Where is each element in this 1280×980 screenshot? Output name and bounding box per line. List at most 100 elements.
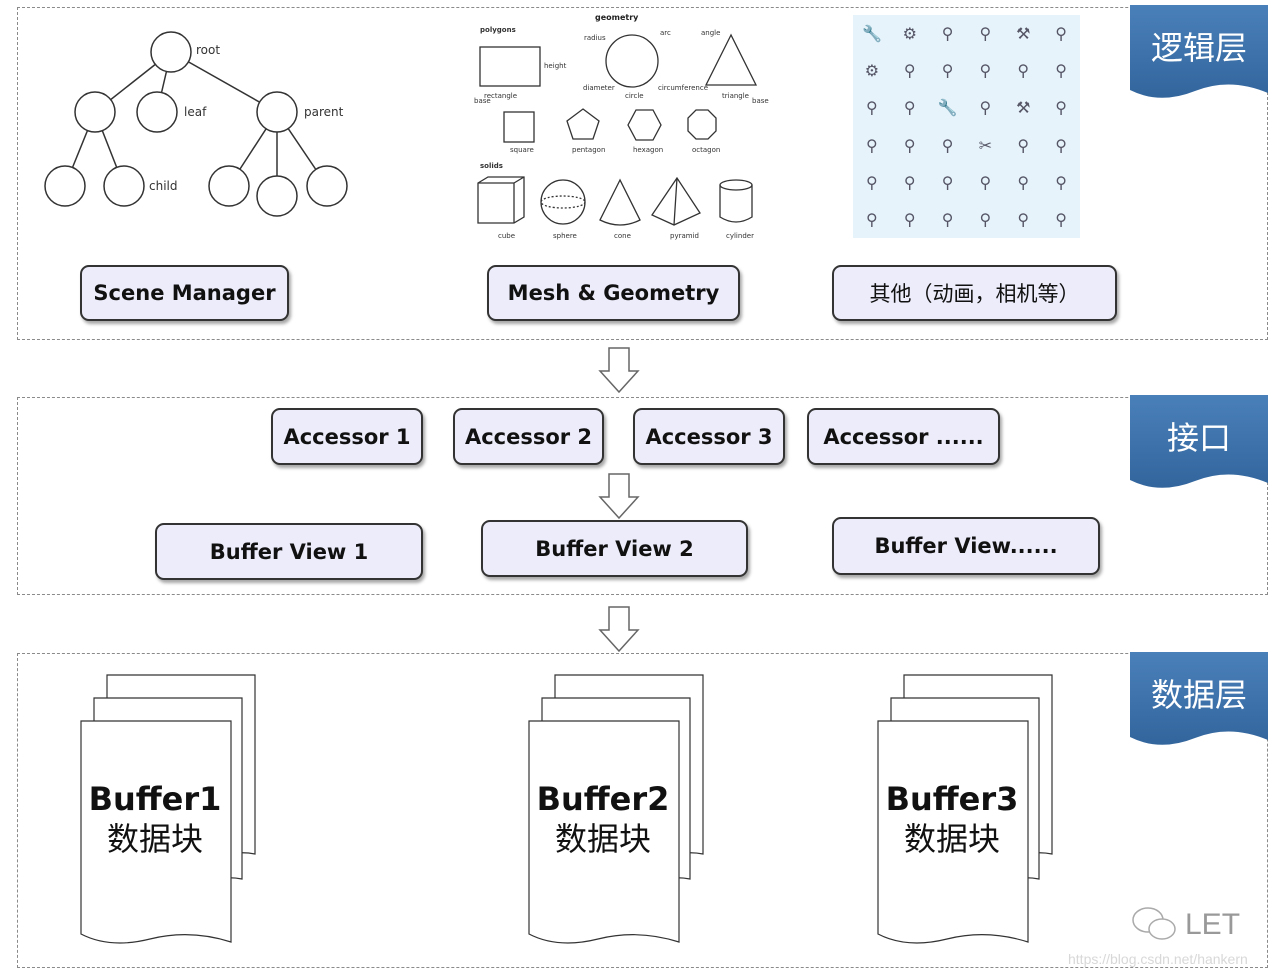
svg-text:geometry: geometry [595, 13, 639, 22]
roller-icon: ⚲ [866, 135, 878, 155]
watermark-url: https://blog.csdn.net/hankern [1068, 951, 1248, 967]
down-arrow-icon [598, 606, 640, 653]
gear-icon: ⚙ [902, 24, 917, 44]
oilcan-icon: ⚲ [866, 98, 878, 118]
tree-node-root [150, 31, 192, 73]
buffer-name: Buffer3 [885, 780, 1019, 818]
wechat-logo-icon [1132, 907, 1176, 940]
svg-text:cone: cone [614, 232, 631, 240]
interface-layer-label: 接口 [1166, 419, 1231, 457]
file-icon: ⚲ [903, 172, 916, 192]
gear-icon: ⚙ [864, 61, 880, 81]
toolbox-icon: ⚲ [1055, 172, 1067, 192]
saw-icon: ⚲ [979, 98, 992, 118]
buffer-view-1-box: Buffer View 1 [155, 523, 423, 580]
tree-child-label: child [149, 179, 178, 193]
svg-text:hexagon: hexagon [633, 146, 663, 154]
svg-text:polygons: polygons [480, 26, 516, 34]
pliers-icon: ⚲ [1055, 61, 1067, 81]
svg-text:triangle: triangle [722, 92, 749, 100]
tape-roll-icon: ⚲ [941, 172, 954, 192]
screwdriver-icon: ⚲ [979, 24, 992, 44]
hammer-icon: ⚒ [1016, 98, 1031, 118]
buffer-view-2-box: Buffer View 2 [481, 520, 748, 577]
logic-layer-panel [17, 7, 1268, 340]
accessor-3-box: Accessor 3 [633, 408, 785, 465]
buffer-name: Buffer2 [536, 780, 670, 818]
svg-text:radius: radius [584, 34, 606, 42]
bulb-icon: ⚲ [866, 172, 878, 192]
wrench-icon: 🔧 [937, 98, 958, 118]
svg-text:arc: arc [660, 29, 671, 37]
tree-parent-label: parent [304, 105, 344, 119]
svg-text:cylinder: cylinder [726, 232, 754, 240]
trowel-icon: ⚲ [941, 135, 954, 155]
data-layer-label: 数据层 [1150, 676, 1247, 714]
geometry-diagram: geometry polygons solids rectangle height… [474, 13, 769, 240]
watermark-brand: LET [1185, 908, 1241, 941]
saw-icon: ⚲ [1017, 135, 1030, 155]
tube-icon: ⚲ [1055, 24, 1067, 44]
svg-text:height: height [544, 62, 567, 70]
other-animation-camera-box: 其他（动画，相机等） [832, 265, 1117, 321]
wrench-icon: 🔧 [861, 24, 882, 44]
tape-measure-icon: ⚲ [1017, 209, 1030, 229]
tools-icon-grid: 🔧⚙⚲⚲⚒⚲⚙⚲⚲⚲⚲⚲⚲⚲🔧⚲⚒⚲⚲⚲⚲✂⚲⚲⚲⚲⚲⚲⚲⚲⚲⚲⚲⚲⚲⚲ [853, 15, 1080, 238]
drill-icon: ⚲ [979, 61, 992, 81]
svg-text:cube: cube [498, 232, 515, 240]
svg-text:octagon: octagon [692, 146, 720, 154]
buffer-desc: 数据块 [554, 820, 651, 858]
accessor-1-box: Accessor 1 [271, 408, 423, 465]
nails-icon: ⚲ [1055, 98, 1067, 118]
scene-tree-diagram: root leaf parent child [44, 31, 348, 217]
plane-icon: ⚲ [903, 209, 916, 229]
bottle-icon: ⚲ [941, 24, 954, 44]
svg-text:solids: solids [480, 162, 503, 170]
accessor-more-box: Accessor ...... [807, 408, 1000, 465]
tree-leaf-label: leaf [184, 105, 207, 119]
bucket-icon: ⚲ [979, 172, 992, 192]
svg-text:diameter: diameter [583, 84, 615, 92]
trowel-icon: ⚲ [1055, 135, 1067, 155]
helmet-icon: ⚲ [1055, 209, 1067, 229]
hammer-icon: ⚒ [1016, 24, 1031, 44]
level-icon: ⚲ [941, 209, 954, 229]
accessor-2-box: Accessor 2 [453, 408, 604, 465]
buffer-desc: 数据块 [106, 820, 203, 858]
down-arrow-icon [598, 473, 640, 520]
spanner-icon: ⚲ [979, 209, 992, 229]
down-arrow-icon [598, 347, 640, 394]
pliers-icon: ⚲ [1017, 61, 1030, 81]
svg-text:pentagon: pentagon [572, 146, 605, 154]
svg-text:circle: circle [625, 92, 644, 100]
svg-text:sphere: sphere [553, 232, 577, 240]
interface-layer-panel [17, 397, 1268, 595]
ruler-icon: ⚲ [903, 61, 916, 81]
logic-layer-flag: 逻辑层 [1130, 5, 1268, 100]
svg-text:base: base [474, 97, 491, 105]
scissors-icon: ✂ [978, 135, 993, 155]
hook-icon: ⚲ [941, 61, 954, 81]
paintbrush-icon: ⚲ [903, 135, 916, 155]
data-layer-panel [17, 653, 1268, 968]
shovel-icon: ⚲ [866, 209, 878, 229]
svg-text:rectangle: rectangle [484, 92, 517, 100]
svg-text:circumference: circumference [658, 84, 708, 92]
logic-layer-label: 逻辑层 [1150, 29, 1247, 67]
data-layer-flag: 数据层 [1130, 652, 1268, 747]
mesh-geometry-box: Mesh & Geometry [487, 265, 740, 321]
svg-text:angle: angle [701, 29, 720, 37]
scene-manager-box: Scene Manager [80, 265, 289, 321]
svg-text:pyramid: pyramid [670, 232, 699, 240]
buffer-name: Buffer1 [88, 780, 222, 818]
tree-root-label: root [196, 43, 220, 57]
buffer-view-more-box: Buffer View...... [832, 517, 1100, 575]
tape-icon: ⚲ [903, 98, 916, 118]
buffer-desc: 数据块 [903, 820, 1000, 858]
svg-text:square: square [510, 146, 534, 154]
svg-text:base: base [752, 97, 769, 105]
interface-layer-flag: 接口 [1130, 395, 1268, 490]
